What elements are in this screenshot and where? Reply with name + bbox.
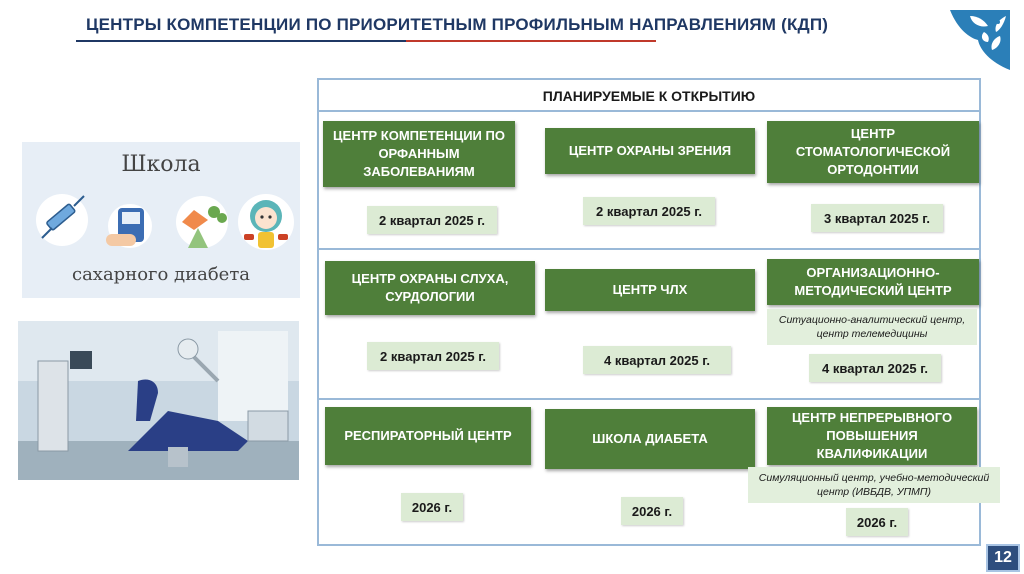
center-hearing: ЦЕНТР ОХРАНЫ СЛУХА, СУРДОЛОГИИ [325, 261, 535, 315]
title-underline-red [406, 40, 656, 42]
date-diabetes-school: 2026 г. [621, 497, 683, 525]
date-vision: 2 квартал 2025 г. [583, 197, 715, 225]
center-orthodontics: ЦЕНТР СТОМАТОЛОГИЧЕСКОЙ ОРТОДОНТИИ [767, 121, 979, 183]
diabetes-school-illustration: Школа [22, 142, 300, 298]
center-orphan-diseases: ЦЕНТР КОМПЕТЕНЦИИ ПО ОРФАННЫМ ЗАБОЛЕВАНИ… [323, 121, 515, 187]
note-continuous-education: Симуляционный центр, учебно-методический… [748, 467, 1000, 503]
healthy-food-icon [176, 196, 228, 248]
school-title-line1: Школа [121, 152, 201, 177]
date-maxillofacial: 4 квартал 2025 г. [583, 346, 731, 374]
date-respiratory: 2026 г. [401, 493, 463, 521]
title-underline-blue [76, 40, 406, 42]
syringe-icon [36, 194, 88, 246]
center-vision: ЦЕНТР ОХРАНЫ ЗРЕНИЯ [545, 128, 755, 174]
girl-with-dumbbells-icon [238, 194, 294, 250]
center-respiratory: РЕСПИРАТОРНЫЙ ЦЕНТР [325, 407, 531, 465]
center-continuous-education: ЦЕНТР НЕПРЕРЫВНОГО ПОВЫШЕНИЯ КВАЛИФИКАЦИ… [767, 407, 977, 465]
center-methodical: ОРГАНИЗАЦИОННО-МЕТОДИЧЕСКИЙ ЦЕНТР [767, 259, 979, 305]
date-orphan-diseases: 2 квартал 2025 г. [367, 206, 497, 234]
glucometer-icon [106, 204, 152, 248]
note-methodical: Ситуационно-аналитический центр, центр т… [767, 309, 977, 345]
center-maxillofacial: ЦЕНТР ЧЛХ [545, 269, 755, 311]
date-continuous-education: 2026 г. [846, 508, 908, 536]
page-number: 12 [986, 544, 1020, 572]
slide-title: ЦЕНТРЫ КОМПЕТЕНЦИИ ПО ПРИОРИТЕТНЫМ ПРОФИ… [86, 15, 829, 34]
board-header: ПЛАНИРУЕМЫЕ К ОТКРЫТИЮ [319, 80, 979, 112]
kazakh-ornament-icon [950, 10, 1010, 70]
dental-chair-photo [18, 321, 299, 480]
date-orthodontics: 3 квартал 2025 г. [811, 204, 943, 232]
illustration-icons [36, 194, 294, 250]
school-title-line2: сахарного диабета [71, 264, 251, 285]
center-diabetes-school: ШКОЛА ДИАБЕТА [545, 409, 755, 469]
row-divider [319, 248, 979, 250]
date-hearing: 2 квартал 2025 г. [367, 342, 499, 370]
date-methodical: 4 квартал 2025 г. [809, 354, 941, 382]
row-divider [319, 398, 979, 400]
